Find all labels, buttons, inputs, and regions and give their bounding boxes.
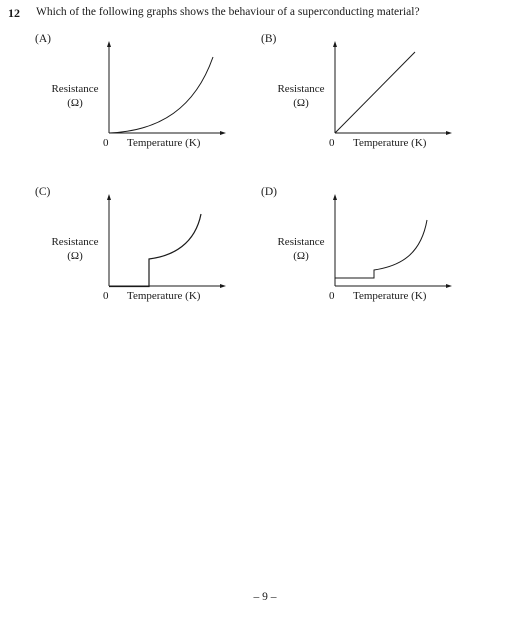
option-a-graph: (A) Resistance (Ω) 0 Temperature (K): [35, 33, 265, 173]
y-axis-label: Resistance (Ω): [277, 83, 325, 109]
resistance-curve: [335, 219, 428, 279]
origin-label: 0: [329, 137, 335, 149]
x-axis-label: Temperature (K): [353, 137, 427, 149]
y-axis-arrow-icon: [107, 194, 111, 200]
option-d-graph: (D) Resistance (Ω) 0 Temperature (K): [261, 186, 491, 326]
question-text: Which of the following graphs shows the …: [36, 6, 420, 18]
origin-label: 0: [329, 290, 335, 302]
option-label: (D): [261, 186, 277, 198]
graph-plot: [107, 194, 226, 288]
y-axis-label: Resistance (Ω): [51, 83, 99, 109]
x-axis-label: Temperature (K): [127, 290, 201, 302]
option-label: (A): [35, 33, 51, 45]
option-label: (B): [261, 33, 277, 45]
option-b-graph: (B) Resistance (Ω) 0 Temperature (K): [261, 33, 491, 173]
origin-label: 0: [103, 137, 109, 149]
graph-plot: [333, 41, 452, 135]
x-axis-arrow-icon: [446, 131, 452, 135]
resistance-curve: [108, 56, 214, 134]
graph-plot: [107, 41, 226, 135]
x-axis-label: Temperature (K): [353, 290, 427, 302]
origin-label: 0: [103, 290, 109, 302]
y-axis-arrow-icon: [333, 194, 337, 200]
x-axis-arrow-icon: [220, 284, 226, 288]
option-c-graph: (C) Resistance (Ω) 0 Temperature (K): [35, 186, 265, 326]
y-axis-arrow-icon: [107, 41, 111, 47]
graph-plot: [333, 194, 452, 288]
option-label: (C): [35, 186, 51, 198]
page-number: – 9 –: [253, 591, 277, 603]
question-number: 12: [8, 6, 20, 20]
x-axis-label: Temperature (K): [127, 137, 201, 149]
y-axis-label: Resistance (Ω): [277, 236, 325, 262]
x-axis-arrow-icon: [446, 284, 452, 288]
resistance-line: [334, 51, 416, 134]
x-axis-arrow-icon: [220, 131, 226, 135]
resistance-curve: [109, 213, 202, 288]
y-axis-arrow-icon: [333, 41, 337, 47]
y-axis-label: Resistance (Ω): [51, 236, 99, 262]
